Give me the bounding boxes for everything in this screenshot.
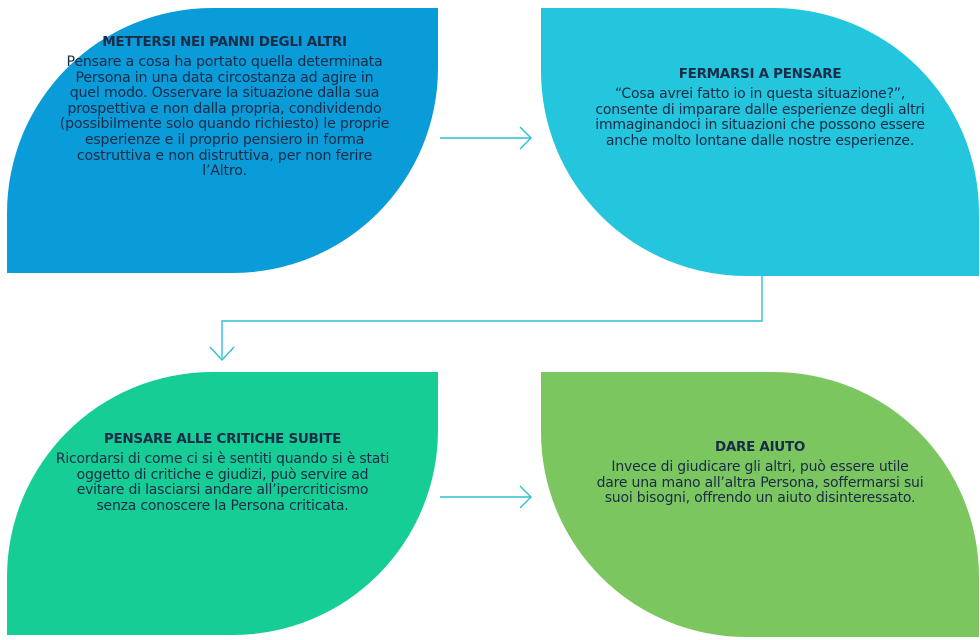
- step-box-1: METTERSI NEI PANNI DEGLI ALTRI Pensare a…: [7, 8, 438, 273]
- step-box-2: FERMARSI A PENSARE “Cosa avrei fatto io …: [541, 8, 979, 276]
- arrow-1-to-2-head: [519, 126, 532, 150]
- step-4-text: Invece di giudicare gli altri, può esser…: [596, 459, 924, 507]
- arrow-3-to-4-head: [519, 485, 532, 509]
- step-3-text: Ricordarsi di come ci si è sentiti quand…: [55, 451, 390, 514]
- step-4-title: DARE AIUTO: [714, 439, 806, 455]
- step-box-3: PENSARE ALLE CRITICHE SUBITE Ricordarsi …: [7, 372, 438, 635]
- step-2-text: “Cosa avrei fatto io in questa situazion…: [595, 86, 925, 149]
- arrow-2-to-3-head: [209, 346, 235, 362]
- step-1-title: METTERSI NEI PANNI DEGLI ALTRI: [102, 34, 347, 50]
- step-3-title: PENSARE ALLE CRITICHE SUBITE: [103, 431, 342, 447]
- step-2-title: FERMARSI A PENSARE: [678, 66, 842, 82]
- step-box-4: DARE AIUTO Invece di giudicare gli altri…: [541, 372, 979, 637]
- connector-2-to-3: [221, 276, 763, 358]
- step-1-text: Pensare a cosa ha portato quella determi…: [59, 54, 390, 180]
